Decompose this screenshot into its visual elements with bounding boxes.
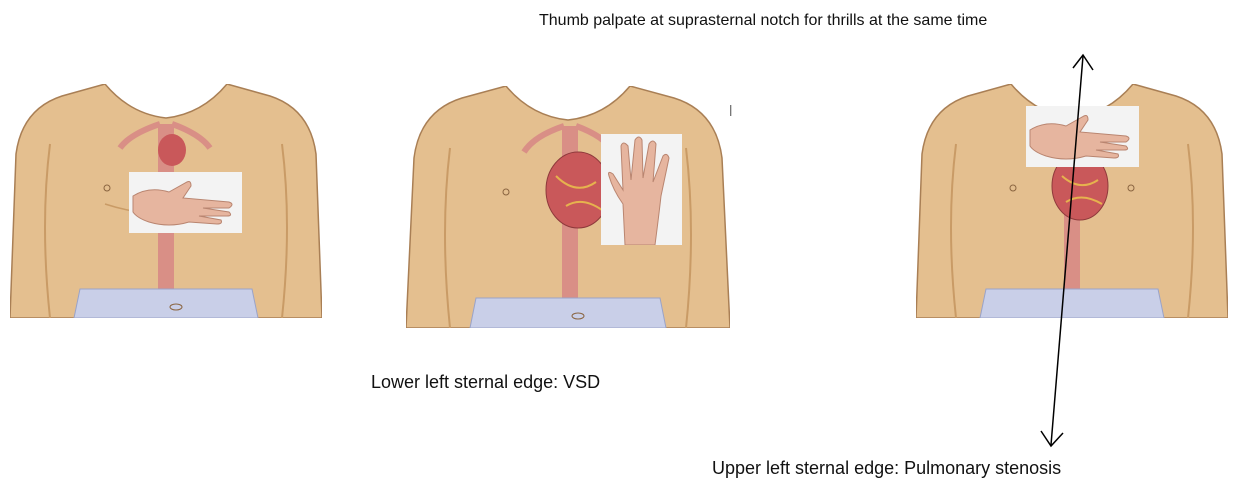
arrow-shaft (1051, 56, 1083, 445)
